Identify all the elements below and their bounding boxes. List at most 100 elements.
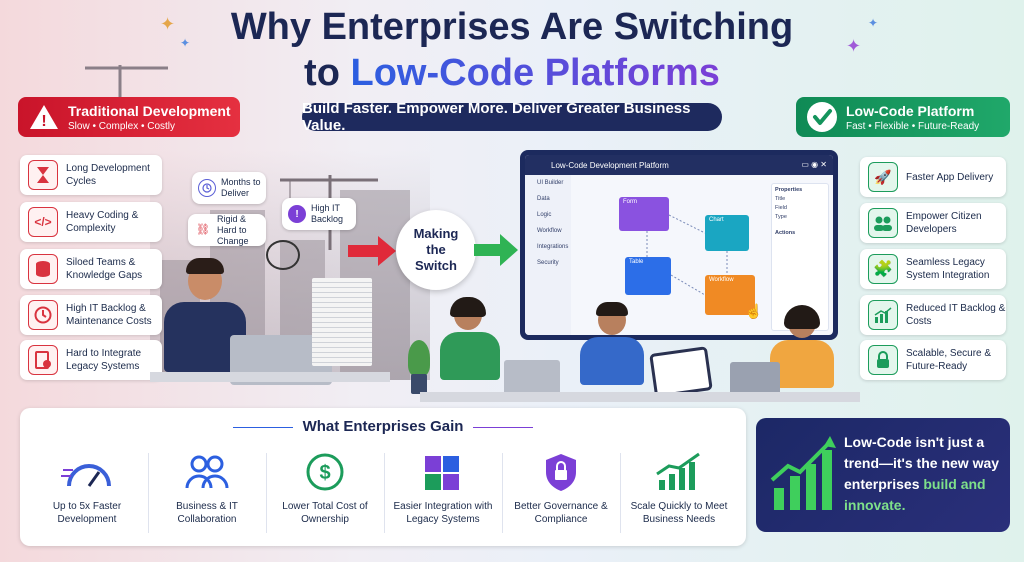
chart-up-icon: [868, 300, 898, 330]
clock-icon: [198, 179, 216, 197]
list-item: 🚀 Faster App Delivery: [860, 157, 1006, 197]
bubble-text: Months to Deliver: [221, 177, 261, 198]
divider: [148, 453, 149, 533]
nav-security[interactable]: Security: [537, 260, 559, 266]
list-item: Hard to Integrate Legacy Systems: [20, 340, 162, 380]
divider: [502, 453, 503, 533]
tagline-pill: Build Faster. Empower More. Deliver Grea…: [302, 100, 722, 134]
screen-title-bar: Low-Code Development Platform ▭ ◉ ✕: [525, 155, 833, 175]
node-label: Workflow: [709, 277, 734, 283]
man-with-tablet-illustration: [580, 302, 644, 385]
lowcode-subheading: Fast • Flexible • Future-Ready: [846, 120, 980, 132]
rocket-icon: 🚀: [868, 162, 898, 192]
warning-icon: !: [28, 101, 60, 133]
alert-icon: !: [288, 205, 306, 223]
title-plain: to: [304, 52, 351, 94]
nav-integrations[interactable]: Integrations: [537, 244, 569, 250]
list-item-label: Hard to Integrate Legacy Systems: [66, 348, 142, 372]
chart-node[interactable]: Chart: [705, 215, 749, 251]
divider: [620, 453, 621, 533]
switch-label: Making the Switch: [413, 226, 459, 273]
traditional-development-badge: ! Traditional Development Slow • Complex…: [18, 97, 240, 137]
svg-text:$: $: [319, 462, 330, 484]
nav-workflow[interactable]: Workflow: [537, 228, 562, 234]
list-item: Long Development Cycles: [20, 155, 162, 195]
prop-type: Type: [775, 214, 787, 220]
link-icon: ⛓: [196, 223, 210, 236]
screen-title: Low-Code Development Platform: [551, 160, 669, 170]
paper-stack-illustration: [312, 278, 372, 366]
desk-illustration: [150, 372, 390, 382]
gain-title-text: What Enterprises Gain: [302, 418, 464, 435]
bubble-text: Rigid & Hard to Change: [217, 213, 249, 246]
actions-title: Actions: [775, 230, 796, 236]
quote-highlight: build and innovate.: [844, 476, 986, 513]
list-item: Siloed Teams & Knowledge Gaps: [20, 249, 162, 289]
hourglass-icon: [28, 160, 58, 190]
properties-title: Properties: [775, 187, 803, 193]
gain-label: Up to 5x Faster Development: [52, 501, 122, 525]
desk-illustration: [420, 392, 860, 402]
plant-illustration: [406, 340, 432, 396]
low-code-platform-monitor: Low-Code Development Platform ▭ ◉ ✕ UI B…: [520, 150, 838, 340]
title-highlight: Low-Code Platforms: [350, 52, 720, 94]
speedometer-icon: [28, 448, 146, 496]
puzzle-icon: 🧩: [868, 254, 898, 284]
nav-logic[interactable]: Logic: [537, 212, 552, 218]
database-icon: [28, 254, 58, 284]
list-item-label: Faster App Delivery: [906, 171, 994, 183]
gain-item: Better Governance & Compliance: [502, 448, 620, 538]
gain-label: Easier Integration with Legacy Systems: [393, 501, 493, 525]
shield-icon: [502, 448, 620, 496]
lock-icon: [868, 345, 898, 375]
form-node[interactable]: Form: [619, 197, 669, 231]
clock-icon: [28, 300, 58, 330]
checkmark-icon: [806, 101, 838, 133]
list-item-label: Scalable, Secure & Future-Ready: [906, 348, 992, 372]
woman-pointing-illustration: [440, 297, 500, 380]
green-arrow-icon: [474, 234, 518, 266]
team-icon: [148, 448, 266, 496]
prop-title: Title: [775, 196, 786, 202]
nav-ui-builder[interactable]: UI Builder: [537, 180, 564, 186]
window-controls-icon: ▭ ◉ ✕: [801, 160, 827, 169]
speech-bubble: ⛓ Rigid & Hard to Change: [188, 214, 266, 246]
table-node[interactable]: Table: [625, 257, 671, 295]
laptop-illustration: [504, 360, 560, 396]
divider: [266, 453, 267, 533]
speech-bubble: ! High IT Backlog: [282, 198, 356, 230]
sparkle-icon: ✦: [160, 14, 176, 34]
gain-item: Business & IT Collaboration: [148, 448, 266, 538]
flow-connectors: [646, 214, 728, 296]
quote-text: Low-Code isn't just a trend—it's the new…: [844, 432, 1004, 516]
nav-data[interactable]: Data: [537, 196, 550, 202]
svg-text:!: !: [41, 113, 46, 130]
list-item: Empower Citizen Developers: [860, 203, 1006, 243]
bubble-text: High IT Backlog: [311, 203, 344, 224]
gain-item: Easier Integration with Legacy Systems: [384, 448, 502, 538]
node-label: Form: [623, 199, 637, 205]
list-item-label: Reduced IT Backlog & Costs: [906, 303, 1006, 327]
quote-box: Low-Code isn't just a trend—it's the new…: [756, 418, 1010, 532]
list-item: Scalable, Secure & Future-Ready: [860, 340, 1006, 380]
growth-chart-icon: [620, 448, 738, 496]
list-item: </> Heavy Coding & Complexity: [20, 202, 162, 242]
laptop-illustration: [730, 362, 780, 396]
list-item-label: Seamless Legacy System Integration: [906, 257, 990, 281]
low-code-platform-badge: Low-Code Platform Fast • Flexible • Futu…: [796, 97, 1010, 137]
list-item-label: Siloed Teams & Knowledge Gaps: [66, 257, 143, 281]
gain-title: What Enterprises Gain: [20, 418, 746, 435]
cursor-hand-icon: ☝: [745, 303, 763, 319]
growth-chart-icon: [770, 436, 836, 510]
traditional-heading: Traditional Development: [68, 102, 231, 119]
node-label: Table: [629, 259, 644, 265]
sparkle-icon: ✦: [868, 16, 879, 30]
page-title-line2: to Low-Code Platforms: [0, 52, 1024, 95]
lowcode-heading: Low-Code Platform: [846, 102, 975, 119]
what-enterprises-gain-panel: What Enterprises Gain Up to 5x Faster De…: [20, 408, 746, 546]
gain-item: Up to 5x Faster Development: [28, 448, 146, 538]
gain-item: $ Lower Total Cost of Ownership: [266, 448, 384, 538]
workflow-node[interactable]: Workflow: [705, 275, 755, 315]
gain-label: Lower Total Cost of Ownership: [282, 501, 368, 525]
gain-label: Scale Quickly to Meet Business Needs: [630, 501, 728, 525]
